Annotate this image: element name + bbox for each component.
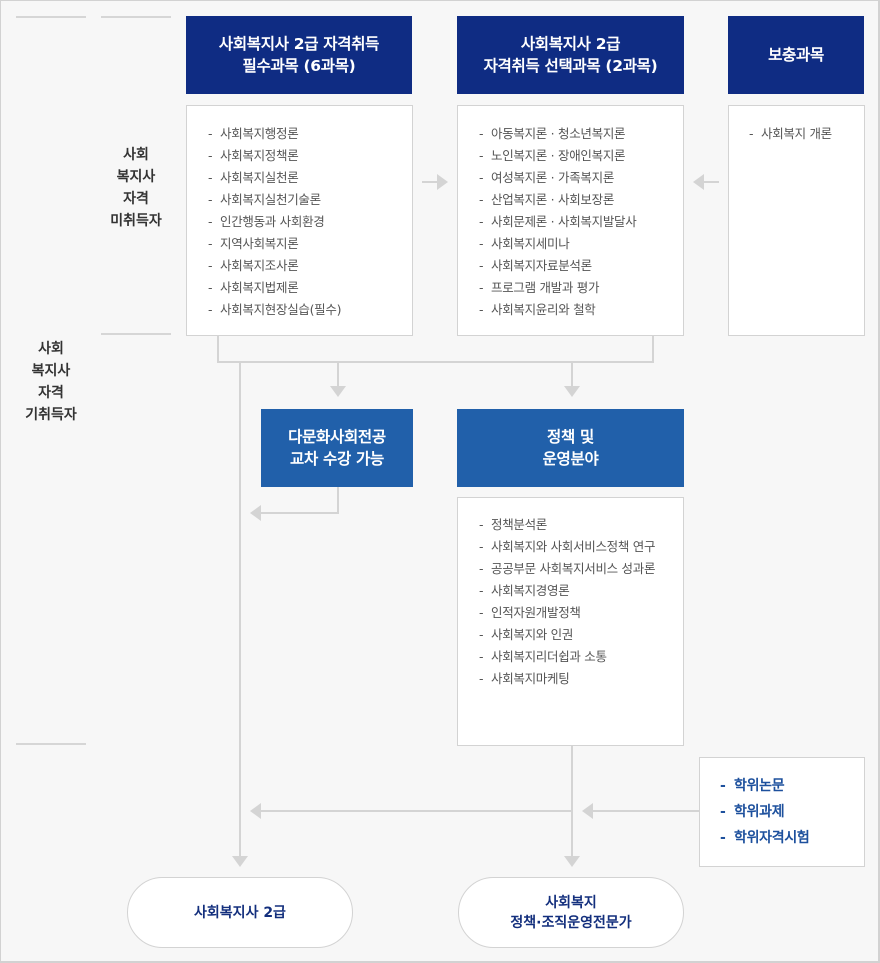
list-item: 사회복지자료분석론 (479, 255, 683, 277)
list-item: 노인복지론 · 장애인복지론 (479, 145, 683, 167)
supplementary-courses-box: 사회복지 개론 (728, 105, 865, 336)
list-item: 사회복지와 인권 (479, 624, 665, 646)
supplementary-courses-list: 사회복지 개론 (749, 123, 864, 145)
list-item: 사회복지조사론 (208, 255, 412, 277)
list-item: 학위논문 (720, 773, 864, 799)
connector-line (337, 487, 339, 513)
connector-line (703, 181, 719, 183)
connector-line (239, 362, 241, 857)
list-item: 사회복지법제론 (208, 277, 412, 299)
list-item: 지역사회복지론 (208, 233, 412, 255)
list-item: 학위과제 (720, 799, 864, 825)
header-required-courses: 사회복지사 2급 자격취득 필수과목 (6과목) (186, 16, 412, 94)
outcome-social-worker-level2: 사회복지사 2급 (127, 877, 353, 948)
row-divider (101, 333, 171, 335)
arrow-left-icon (250, 803, 261, 819)
list-item: 사회복지실천기술론 (208, 189, 412, 211)
list-item: 산업복지론 · 사회보장론 (479, 189, 683, 211)
connector-line (259, 512, 339, 514)
list-item: 사회복지세미나 (479, 233, 683, 255)
arrow-right-icon (437, 174, 448, 190)
list-item: 공공부문 사회복지서비스 성과론 (479, 558, 665, 580)
list-item: 사회복지행정론 (208, 123, 412, 145)
elective-courses-list: 아동복지론 · 청소년복지론 노인복지론 · 장애인복지론 여성복지론 · 가족… (479, 123, 683, 321)
required-courses-list: 사회복지행정론 사회복지정책론 사회복지실천론 사회복지실천기술론 인간행동과 … (208, 123, 412, 321)
arrow-down-icon (564, 856, 580, 867)
list-item: 사회복지정책론 (208, 145, 412, 167)
list-item: 사회복지윤리와 철학 (479, 299, 683, 321)
list-item: 사회복지마케팅 (479, 668, 665, 690)
arrow-left-icon (250, 505, 261, 521)
arrow-down-icon (232, 856, 248, 867)
connector-line (591, 810, 699, 812)
degree-requirements-box: 학위논문 학위과제 학위자격시험 (699, 757, 865, 867)
elective-courses-box: 아동복지론 · 청소년복지론 노인복지론 · 장애인복지론 여성복지론 · 가족… (457, 105, 684, 336)
connector-line (571, 362, 573, 387)
list-item: 사회복지 개론 (749, 123, 864, 145)
arrow-left-icon (693, 174, 704, 190)
connector-line (259, 810, 572, 812)
list-item: 사회복지경영론 (479, 580, 665, 602)
policy-courses-list: 정책분석론 사회복지와 사회서비스정책 연구 공공부문 사회복지서비스 성과론 … (479, 514, 665, 690)
required-courses-box: 사회복지행정론 사회복지정책론 사회복지실천론 사회복지실천기술론 인간행동과 … (186, 105, 413, 336)
connector-line (217, 361, 654, 363)
degree-requirements-list: 학위논문 학위과제 학위자격시험 (720, 773, 864, 851)
label-acquired: 사회 복지사 자격 기취득자 (25, 341, 77, 423)
list-item: 사회복지리더쉽과 소통 (479, 646, 665, 668)
header-supplementary-courses: 보충과목 (728, 16, 864, 94)
list-item: 여성복지론 · 가족복지론 (479, 167, 683, 189)
list-item: 아동복지론 · 청소년복지론 (479, 123, 683, 145)
header-policy-field: 정책 및 운영분야 (457, 409, 684, 487)
list-item: 사회복지실천론 (208, 167, 412, 189)
arrow-down-icon (564, 386, 580, 397)
connector-line (652, 335, 654, 362)
label-not-acquired: 사회 복지사 자격 미취득자 (110, 147, 162, 229)
connector-line (422, 181, 438, 183)
column-divider (101, 16, 171, 18)
connector-line (217, 335, 219, 362)
list-item: 정책분석론 (479, 514, 665, 536)
list-item: 학위자격시험 (720, 825, 864, 851)
list-item: 인간행동과 사회환경 (208, 211, 412, 233)
list-item: 사회문제론 · 사회복지발달사 (479, 211, 683, 233)
list-item: 사회복지와 사회서비스정책 연구 (479, 536, 665, 558)
list-item: 인적자원개발정책 (479, 602, 665, 624)
arrow-left-icon (582, 803, 593, 819)
connector-line (337, 362, 339, 387)
policy-courses-box: 정책분석론 사회복지와 사회서비스정책 연구 공공부문 사회복지서비스 성과론 … (457, 497, 684, 746)
connector-line (571, 746, 573, 857)
arrow-down-icon (330, 386, 346, 397)
column-divider (16, 16, 86, 18)
header-elective-courses: 사회복지사 2급 자격취득 선택과목 (2과목) (457, 16, 684, 94)
list-item: 프로그램 개발과 평가 (479, 277, 683, 299)
list-item: 사회복지현장실습(필수) (208, 299, 412, 321)
row-divider (16, 743, 86, 745)
header-multicultural: 다문화사회전공 교차 수강 가능 (261, 409, 413, 487)
outcome-policy-specialist: 사회복지 정책·조직운영전문가 (458, 877, 684, 948)
